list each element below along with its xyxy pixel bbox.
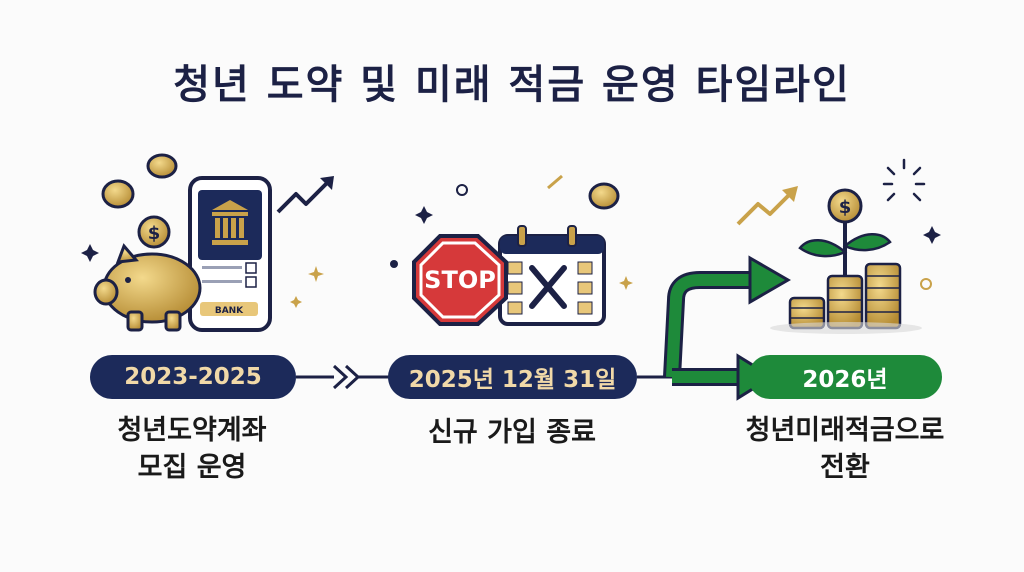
period-badge-3: 2026년 <box>748 355 942 399</box>
phone-icon: BANK <box>188 176 272 332</box>
trend-up-arrow-icon <box>736 190 794 226</box>
sparkle-icon <box>390 174 633 290</box>
trend-up-arrow-icon <box>276 178 332 214</box>
caption-line: 청년도약계좌 <box>117 415 267 446</box>
stop-sign-icon: STOP <box>412 234 508 326</box>
calendar-icon <box>498 225 606 326</box>
bank-label: BANK <box>215 306 244 316</box>
caption-line: 전환 <box>820 452 870 483</box>
plant-icon: $ <box>798 188 892 276</box>
chevron-right-icon <box>332 364 361 390</box>
sparkle-icon <box>81 244 324 308</box>
coin-icon <box>588 182 620 210</box>
period-badge-2: 2025년 12월 31일 <box>388 355 637 399</box>
page-title: 청년 도약 및 미래 적금 운영 타임라인 <box>173 61 851 108</box>
dollar-sign: $ <box>148 223 161 244</box>
period-badge-1: 2023-2025 <box>90 355 296 399</box>
arrow-head-icon <box>748 255 791 305</box>
stop-label: STOP <box>424 266 496 294</box>
step-caption-1: 청년도약계좌 모집 운영 <box>72 412 312 486</box>
step-caption-3: 청년미래적금으로 전환 <box>700 412 990 486</box>
coin-icon: $ <box>101 153 178 249</box>
step-caption-2: 신규 가입 종료 <box>392 414 632 451</box>
caption-line: 신규 가입 종료 <box>428 417 596 448</box>
caption-line: 모집 운영 <box>137 452 247 483</box>
sparkle-icon <box>882 158 941 290</box>
dollar-sign: $ <box>839 197 852 218</box>
coin-stack-icon <box>770 262 922 334</box>
caption-line: 청년미래적금으로 <box>745 415 945 446</box>
piggy-bank-icon <box>93 243 202 332</box>
